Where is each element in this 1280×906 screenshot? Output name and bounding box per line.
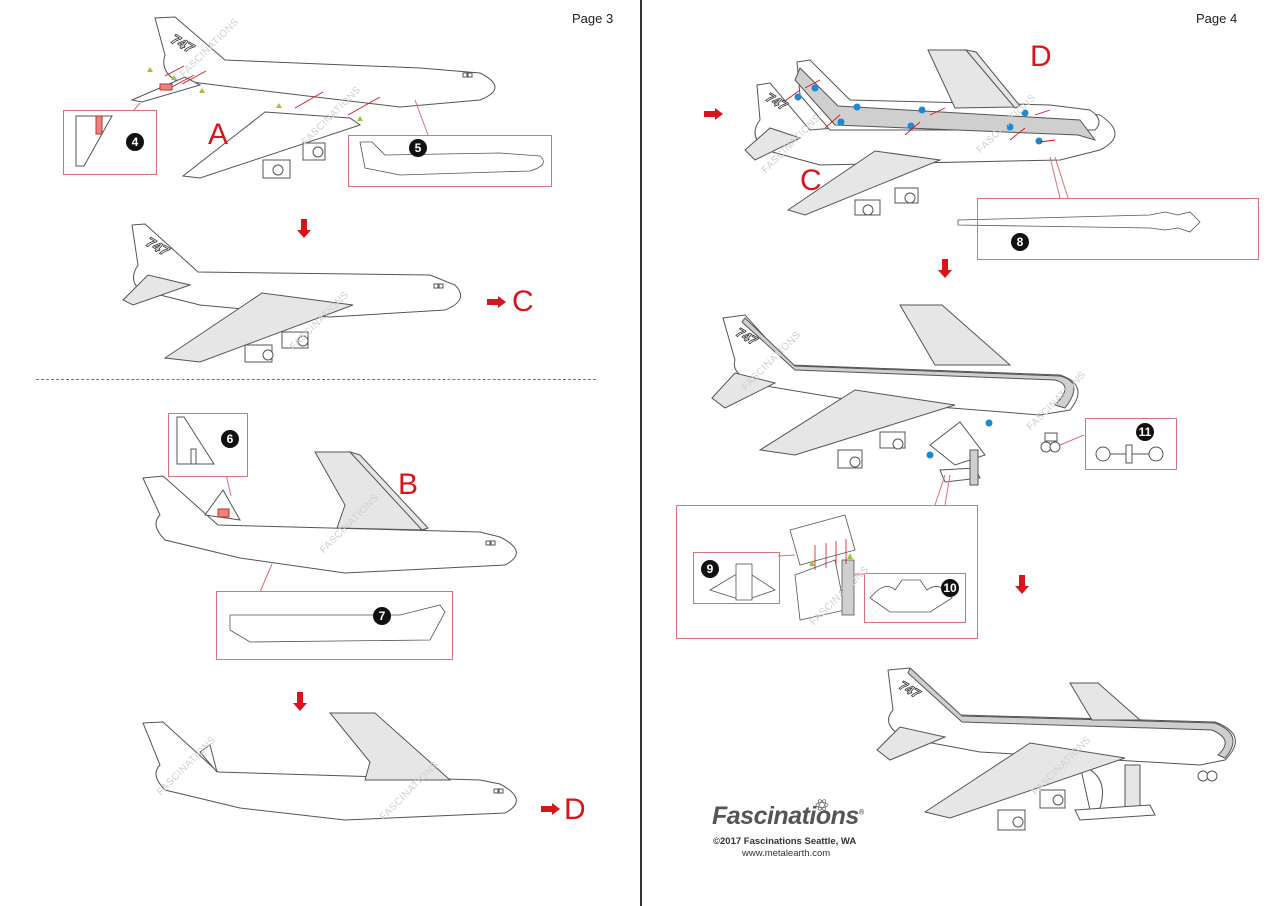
- badge-4: 4: [126, 133, 144, 151]
- down-arrow-icon: [938, 259, 952, 278]
- result-b-vertical-stabilizer: [328, 712, 452, 781]
- brand-name: Fascinations: [712, 802, 859, 830]
- badge-10: 10: [941, 579, 959, 597]
- result-a-stabilizer: [122, 274, 192, 306]
- badge-8: 8: [1011, 233, 1029, 251]
- step-label-d: D: [1030, 40, 1052, 73]
- page-3-illustrations: 747 747: [122, 16, 544, 821]
- step-label-c: C: [800, 164, 822, 197]
- step-a-stabilizer: [130, 76, 202, 103]
- badge-11: 11: [1136, 423, 1154, 441]
- callout-part-7: 7: [216, 591, 453, 660]
- callout-part-9: 9: [693, 552, 780, 604]
- callout-5-part: [359, 141, 544, 176]
- green-markers: [147, 67, 363, 121]
- brand-logo: Fascinations®: [712, 802, 864, 831]
- step-b-fuselage: [142, 475, 517, 574]
- step-label-a: A: [208, 118, 229, 151]
- down-arrow-icon: [293, 692, 307, 711]
- step-b-tail-fin-part: [204, 489, 241, 521]
- page-number: Page 3: [572, 11, 614, 26]
- down-arrow-icon: [297, 219, 311, 238]
- right-arrow-icon: [541, 803, 560, 815]
- page-3: Page 3 747: [36, 11, 614, 826]
- website-link[interactable]: www.metalearth.com: [742, 848, 831, 859]
- next-step-c-label: C: [512, 285, 534, 318]
- step-a-fuselage: 747: [154, 16, 496, 108]
- badge-7: 7: [373, 607, 391, 625]
- step-a-arrows: [164, 65, 381, 116]
- callout-part-5: 5: [348, 135, 552, 187]
- callout-part-10: 10: [864, 573, 966, 623]
- section-divider: [36, 379, 596, 380]
- right-arrow-icon: [487, 296, 506, 308]
- copyright-text: ©2017 Fascinations Seattle, WA: [713, 836, 857, 847]
- stabilizer-part-icon: [75, 115, 113, 167]
- step-a-wing: [181, 111, 362, 179]
- step-label-b: B: [398, 468, 419, 501]
- page-number: Page 4: [1196, 11, 1238, 26]
- right-arrow-icon: [704, 108, 723, 120]
- badge-6: 6: [221, 430, 239, 448]
- callout-stand-assembly: [676, 505, 978, 639]
- callout-part-4: 4: [63, 110, 157, 175]
- page-divider: [640, 0, 642, 906]
- callout-part-6: 6: [168, 413, 248, 477]
- tail-fin-part-icon: [176, 416, 215, 465]
- callout-part-11: 11: [1085, 418, 1177, 470]
- step-b-vertical-stabilizer: [314, 450, 429, 531]
- landing-gear-part-icon: [1095, 444, 1164, 464]
- down-arrow-icon: [1015, 575, 1029, 594]
- callout-7-part: [229, 604, 446, 643]
- page-4: Page 4: [642, 0, 1280, 906]
- next-step-d-label: D: [564, 793, 586, 826]
- result-b-fuselage: [142, 721, 517, 821]
- trademark-symbol: ®: [858, 809, 864, 817]
- badge-5: 5: [409, 139, 427, 157]
- callout-part-8: 8: [977, 198, 1259, 260]
- result-a-wing: [163, 292, 354, 363]
- badge-9: 9: [701, 560, 719, 578]
